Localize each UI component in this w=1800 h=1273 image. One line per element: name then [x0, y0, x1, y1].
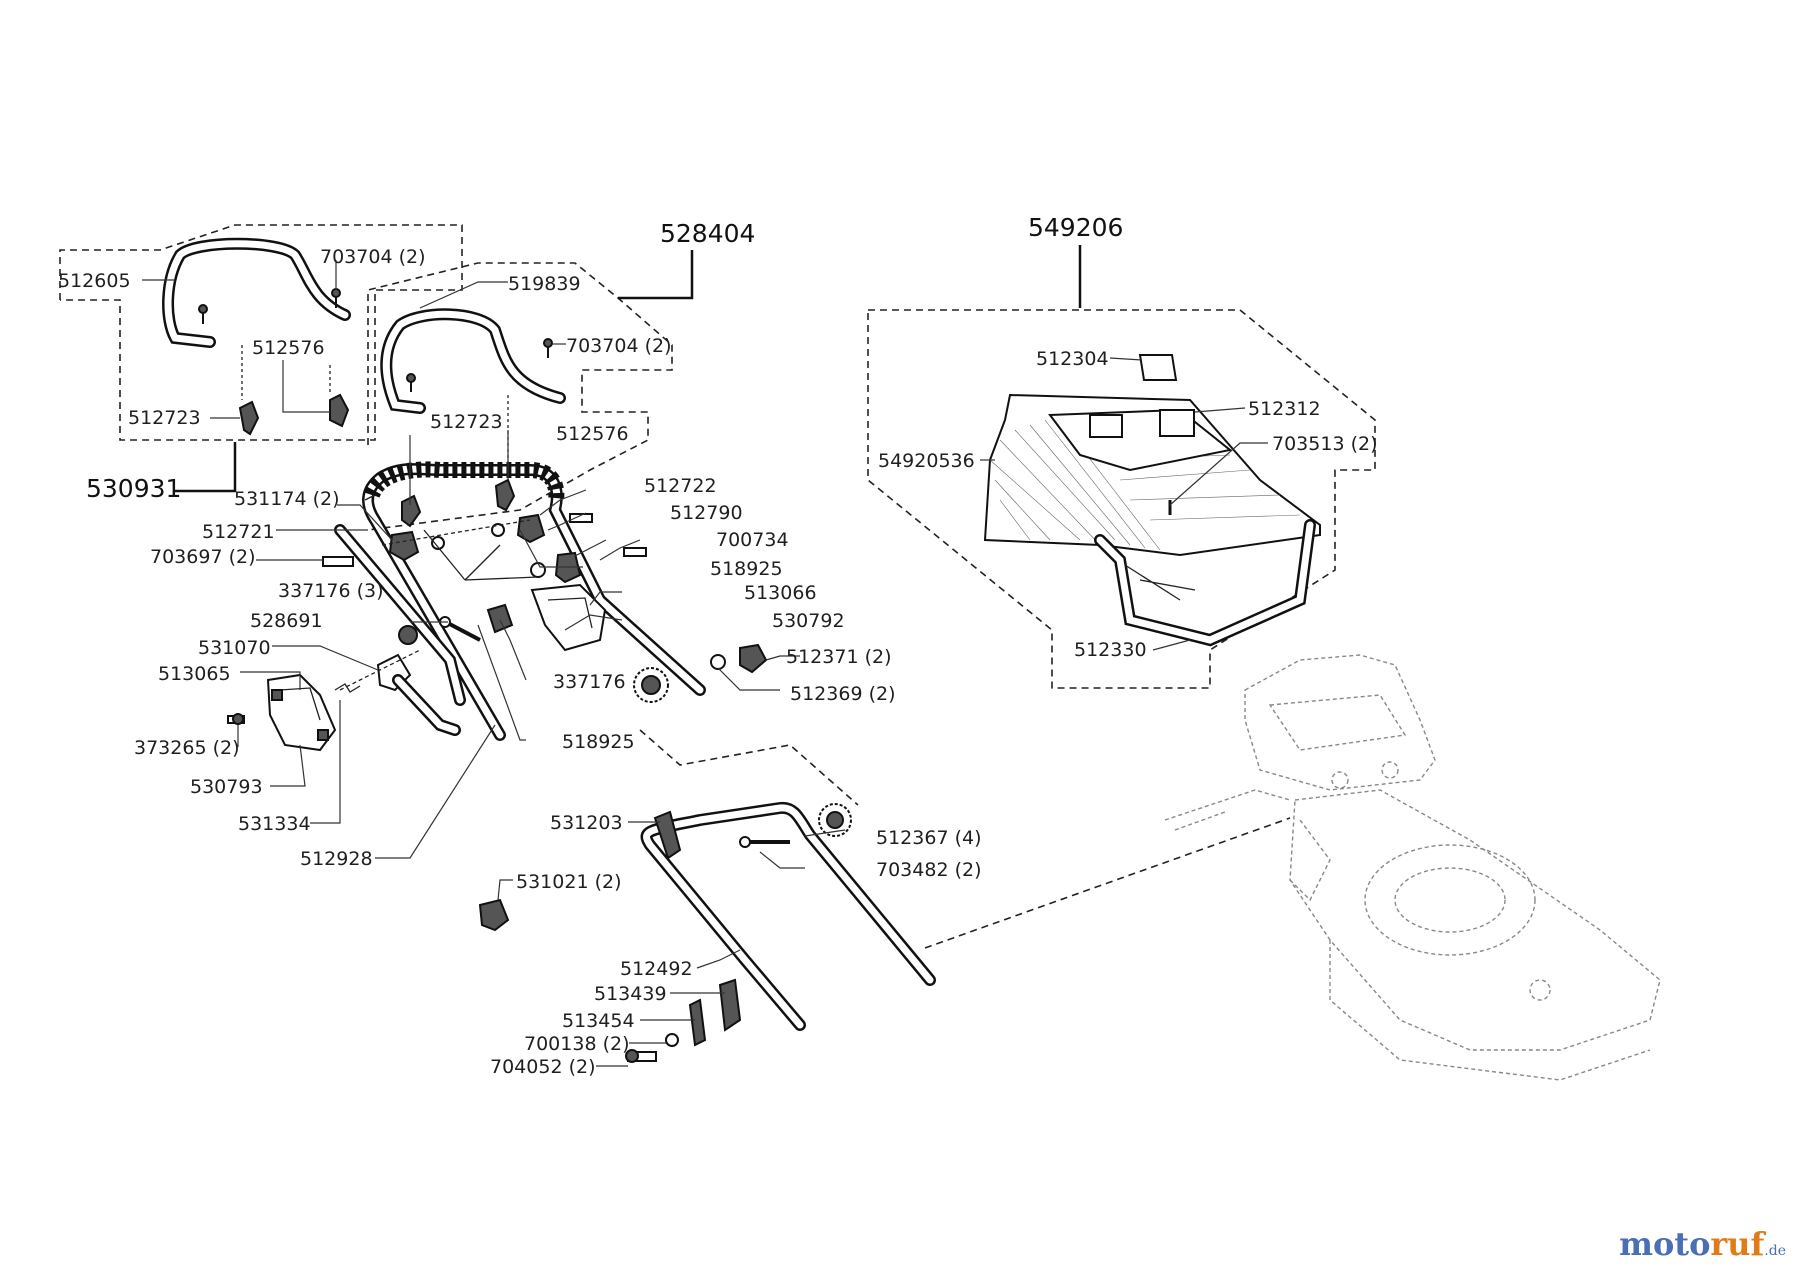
- part-label: 512723: [128, 407, 201, 429]
- lever-513439-icon: [718, 978, 742, 1032]
- bracket-513454-icon: [688, 998, 707, 1047]
- part-label: 512790: [670, 502, 743, 524]
- part-label: 531334: [238, 813, 311, 835]
- knob-531174-icon: [388, 530, 445, 562]
- part-label: 530793: [190, 776, 263, 798]
- cap-531021-icon: [478, 898, 510, 932]
- part-label: 518925: [710, 558, 783, 580]
- part-label: 512367 (4): [876, 827, 981, 849]
- motoruf-logo: motoruf.de: [1619, 1225, 1786, 1263]
- handle-lower-512492: [640, 801, 936, 1031]
- assembly-number-528404: 528404: [660, 219, 755, 248]
- part-label: 512304: [1036, 348, 1109, 370]
- adjuster-337176-icon: [486, 603, 514, 634]
- part-label: 700138 (2): [524, 1033, 629, 1055]
- knob-531174-icon: [491, 513, 546, 544]
- part-label: 531021 (2): [516, 871, 621, 893]
- part-label: 512369 (2): [790, 683, 895, 705]
- lever-531070-icon: [376, 625, 461, 736]
- clip-531203-icon: [653, 810, 682, 860]
- bolt-icon: [543, 338, 553, 358]
- washer-512369-icon: [710, 654, 726, 670]
- leader-lines: [142, 260, 1268, 1067]
- part-label: 703704 (2): [320, 246, 425, 268]
- part-label: 531070: [198, 637, 271, 659]
- part-label: 530792: [772, 610, 845, 632]
- knob-512371-icon: [739, 643, 768, 674]
- screw-704052-icon: [625, 1049, 657, 1063]
- mower-link-line: [924, 817, 1291, 949]
- part-label: 373265 (2): [134, 737, 239, 759]
- cover-513066-icon: [530, 583, 607, 652]
- handle-mid-519839: [380, 308, 566, 414]
- gear-512367-icon: [633, 667, 669, 703]
- part-label: 531174 (2): [234, 488, 339, 510]
- part-label: 512928: [300, 848, 373, 870]
- part-label: 512722: [644, 475, 717, 497]
- part-label: 703513 (2): [1272, 433, 1377, 455]
- assembly-number-549206: 549206: [1028, 213, 1123, 242]
- part-label: 703704 (2): [566, 335, 671, 357]
- clamp-512723-icon: [238, 400, 260, 436]
- bolt-icon: [198, 304, 208, 324]
- box-530931: [59, 224, 463, 441]
- bolt-703482-icon: [739, 836, 790, 848]
- part-label: 703697 (2): [150, 546, 255, 568]
- mower-body-icon: [1164, 654, 1661, 1081]
- part-label: 703482 (2): [876, 859, 981, 881]
- part-label: 512605: [58, 270, 131, 292]
- part-label: 513454: [562, 1010, 635, 1032]
- part-label: 337176: [553, 671, 626, 693]
- part-label: 531203: [550, 812, 623, 834]
- clamp-512576-icon: [329, 393, 350, 428]
- clamp-512576-icon: [494, 478, 516, 512]
- gear-512367-icon: [818, 803, 852, 837]
- washer-700138-icon: [665, 1033, 679, 1047]
- screw-700734-icon: [623, 547, 647, 557]
- assembly-number-530931: 530931: [86, 474, 181, 503]
- part-label: 337176 (3): [278, 580, 383, 602]
- part-label: 513066: [744, 582, 817, 604]
- part-label: 512330: [1074, 639, 1147, 661]
- handle-upper-512605: [162, 237, 351, 348]
- part-label: 519839: [508, 273, 581, 295]
- leader-528404: [618, 250, 694, 300]
- part-label: 512576: [556, 423, 629, 445]
- part-label: 512312: [1248, 398, 1321, 420]
- part-label: 700734: [716, 529, 789, 551]
- clamp-512723-icon: [401, 494, 422, 528]
- spring-531334-icon: [334, 683, 361, 693]
- part-label: 512371 (2): [786, 646, 891, 668]
- grass-catcher-icon: [983, 354, 1321, 647]
- nut-337176-icon: [530, 562, 546, 578]
- part-label: 704052 (2): [490, 1056, 595, 1078]
- screw-373265-icon: [227, 713, 245, 725]
- cover-530793-icon: [266, 673, 337, 752]
- box-lower-link: [639, 729, 859, 806]
- part-label: 512576: [252, 337, 325, 359]
- leader-530931: [175, 442, 237, 493]
- part-label: 512723: [430, 411, 503, 433]
- part-label: 54920536: [878, 450, 975, 472]
- part-label: 512721: [202, 521, 275, 543]
- tube-512928: [334, 524, 466, 706]
- part-label: 518925: [562, 731, 635, 753]
- part-label: 512492: [620, 958, 693, 980]
- part-label: 513065: [158, 663, 231, 685]
- part-label: 513439: [594, 983, 667, 1005]
- screw-512722-icon: [569, 513, 593, 523]
- bolt-icon: [406, 373, 416, 392]
- box-528404: [367, 262, 673, 531]
- part-label: 528691: [250, 610, 323, 632]
- screw-703697-icon: [322, 556, 354, 567]
